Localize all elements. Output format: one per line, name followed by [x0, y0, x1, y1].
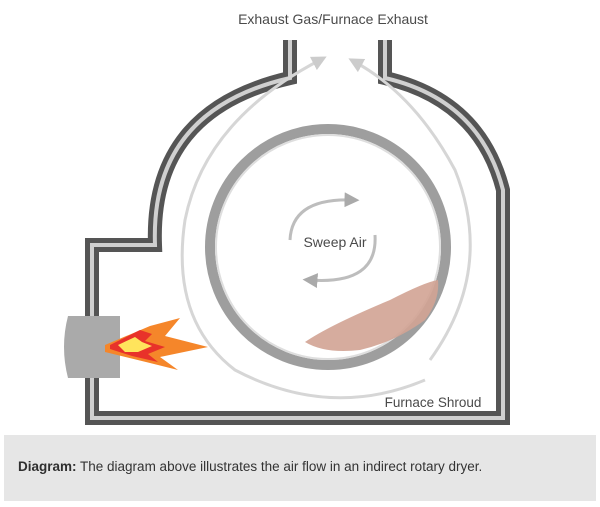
shroud-flow-arrows [180, 56, 472, 400]
caption: Diagram: The diagram above illustrates t… [18, 459, 482, 474]
caption-bold-label: Diagram: [18, 459, 77, 474]
sweep-air-arrows [288, 192, 377, 289]
caption-band: Diagram: The diagram above illustrates t… [4, 435, 596, 501]
caption-text: The diagram above illustrates the air fl… [76, 459, 483, 474]
exhaust-label: Exhaust Gas/Furnace Exhaust [238, 11, 428, 27]
flow-arrow-right [348, 58, 472, 361]
sweep-arrow-bottom [302, 234, 377, 289]
furnace-housing [85, 40, 510, 425]
rotating-drum [205, 124, 451, 370]
furnace-wall-inner [90, 40, 505, 420]
sweep-arrow-top [288, 192, 360, 241]
rotary-dryer-diagram: Exhaust Gas/Furnace Exhaust Sweep Air Fu… [64, 11, 510, 425]
sweep-air-label: Sweep Air [303, 234, 366, 250]
drum-inner-line [215, 134, 441, 360]
flame-inner [118, 337, 152, 352]
burner-body [64, 316, 120, 378]
flame-outer [105, 318, 208, 370]
drum-outer-ring [205, 124, 451, 370]
burner [64, 316, 120, 378]
flame-icon [105, 318, 208, 370]
flow-arrow-left [180, 56, 426, 400]
material-bed [305, 280, 439, 351]
furnace-shroud-label: Furnace Shroud [385, 395, 482, 410]
